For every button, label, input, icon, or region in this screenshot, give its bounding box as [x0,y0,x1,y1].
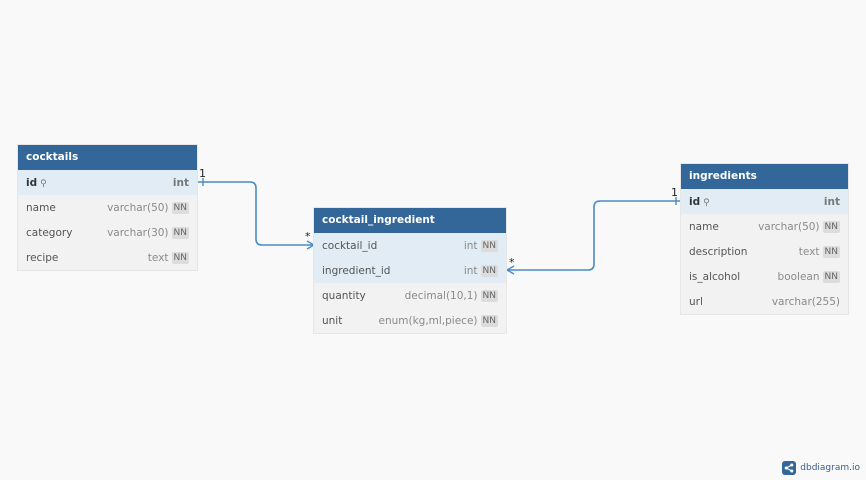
not-null-badge: NN [822,270,840,283]
column-name: name [689,220,719,233]
cardinality-many: * [305,230,311,243]
not-null-badge: NN [480,239,498,252]
table-header[interactable]: ingredients [681,164,848,189]
column-row[interactable]: name varchar(50) NN [681,214,848,239]
table-cocktails[interactable]: cocktails id⚲ int name varchar(50) NN ca… [18,145,197,270]
column-row[interactable]: recipe text NN [18,245,197,270]
column-row[interactable]: ingredient_id int NN [314,258,506,283]
table-cocktail-ingredient[interactable]: cocktail_ingredient cocktail_id int NN i… [314,208,506,333]
key-icon: ⚲ [40,178,47,189]
column-name: unit [322,314,343,327]
column-type: varchar(50) [758,220,820,233]
column-type: varchar(50) [107,201,169,214]
not-null-badge: NN [171,226,189,239]
column-type: varchar(30) [107,226,169,239]
column-type: decimal(10,1) [404,289,478,302]
column-row[interactable]: name varchar(50) NN [18,195,197,220]
edge-cocktails-cocktail-ingredient[interactable] [198,181,314,246]
column-name: ingredient_id [322,264,391,277]
share-icon [782,461,797,475]
edge-ingredients-cocktail-ingredient[interactable] [507,200,681,271]
not-null-badge: NN [822,245,840,258]
column-type: int [823,195,840,208]
table-header[interactable]: cocktails [18,145,197,170]
dbdiagram-link[interactable]: dbdiagram.io [782,461,860,475]
column-row[interactable]: unit enum(kg,ml,piece) NN [314,308,506,333]
not-null-badge: NN [480,314,498,327]
column-type: text [147,251,169,264]
not-null-badge: NN [822,220,840,233]
column-name: description [689,245,748,258]
column-type: int [463,239,478,252]
key-icon: ⚲ [703,197,710,208]
column-name: id [26,176,38,189]
column-name: url [689,295,703,308]
column-row[interactable]: description text NN [681,239,848,264]
column-row[interactable]: category varchar(30) NN [18,220,197,245]
column-row[interactable]: url varchar(255) [681,289,848,314]
not-null-badge: NN [171,251,189,264]
cardinality-one: 1 [199,167,206,180]
column-type: enum(kg,ml,piece) [378,314,478,327]
column-name: cocktail_id [322,239,378,252]
column-row[interactable]: quantity decimal(10,1) NN [314,283,506,308]
column-type: int [172,176,189,189]
brand-label: dbdiagram.io [800,463,860,473]
table-ingredients[interactable]: ingredients id⚲ int name varchar(50) NN … [681,164,848,314]
column-type: boolean [777,270,820,283]
not-null-badge: NN [480,264,498,277]
column-type: varchar(255) [771,295,840,308]
not-null-badge: NN [480,289,498,302]
column-type: int [463,264,478,277]
not-null-badge: NN [171,201,189,214]
column-name: id [689,195,701,208]
column-name: category [26,226,73,239]
table-header[interactable]: cocktail_ingredient [314,208,506,233]
many-marker [505,265,515,275]
column-name: recipe [26,251,59,264]
column-name: name [26,201,56,214]
column-row[interactable]: id⚲ int [18,170,197,195]
column-row[interactable]: cocktail_id int NN [314,233,506,258]
column-row[interactable]: id⚲ int [681,189,848,214]
column-name: quantity [322,289,366,302]
cardinality-one: 1 [671,186,678,199]
cardinality-many: * [509,256,515,269]
column-row[interactable]: is_alcohol boolean NN [681,264,848,289]
column-type: text [798,245,820,258]
column-name: is_alcohol [689,270,741,283]
